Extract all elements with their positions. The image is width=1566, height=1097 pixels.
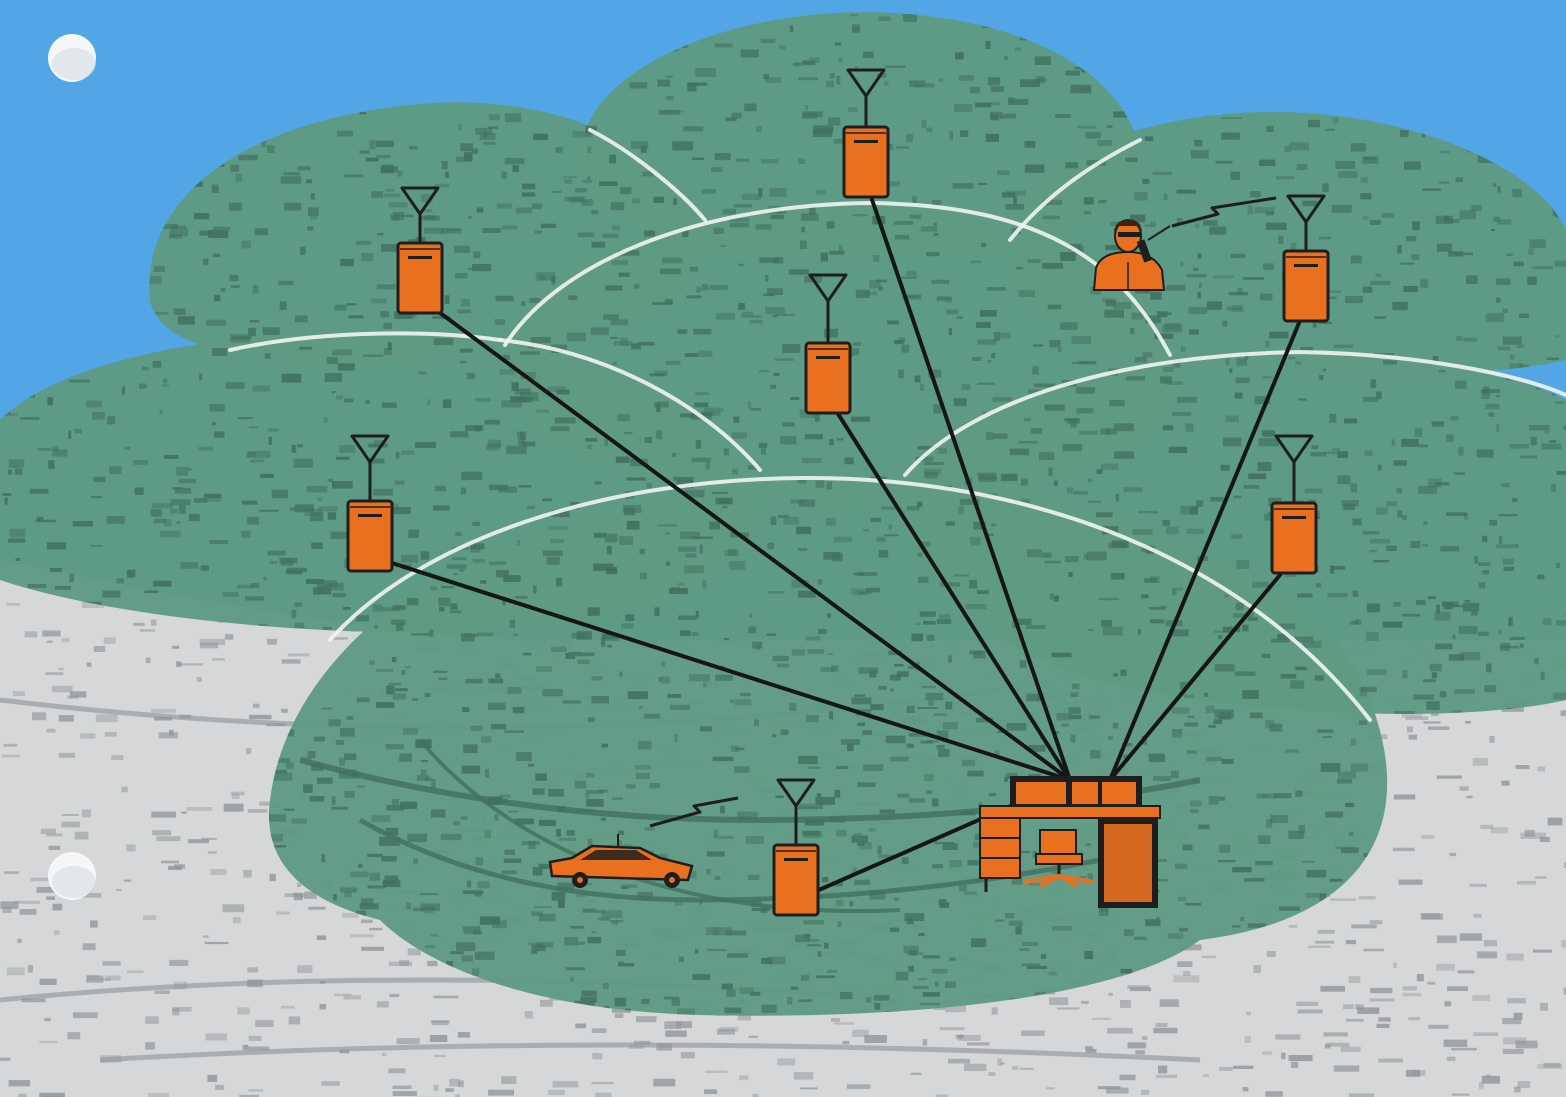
diagram-canvas	[0, 0, 1566, 1097]
radio-network-illustration	[0, 0, 1566, 1097]
